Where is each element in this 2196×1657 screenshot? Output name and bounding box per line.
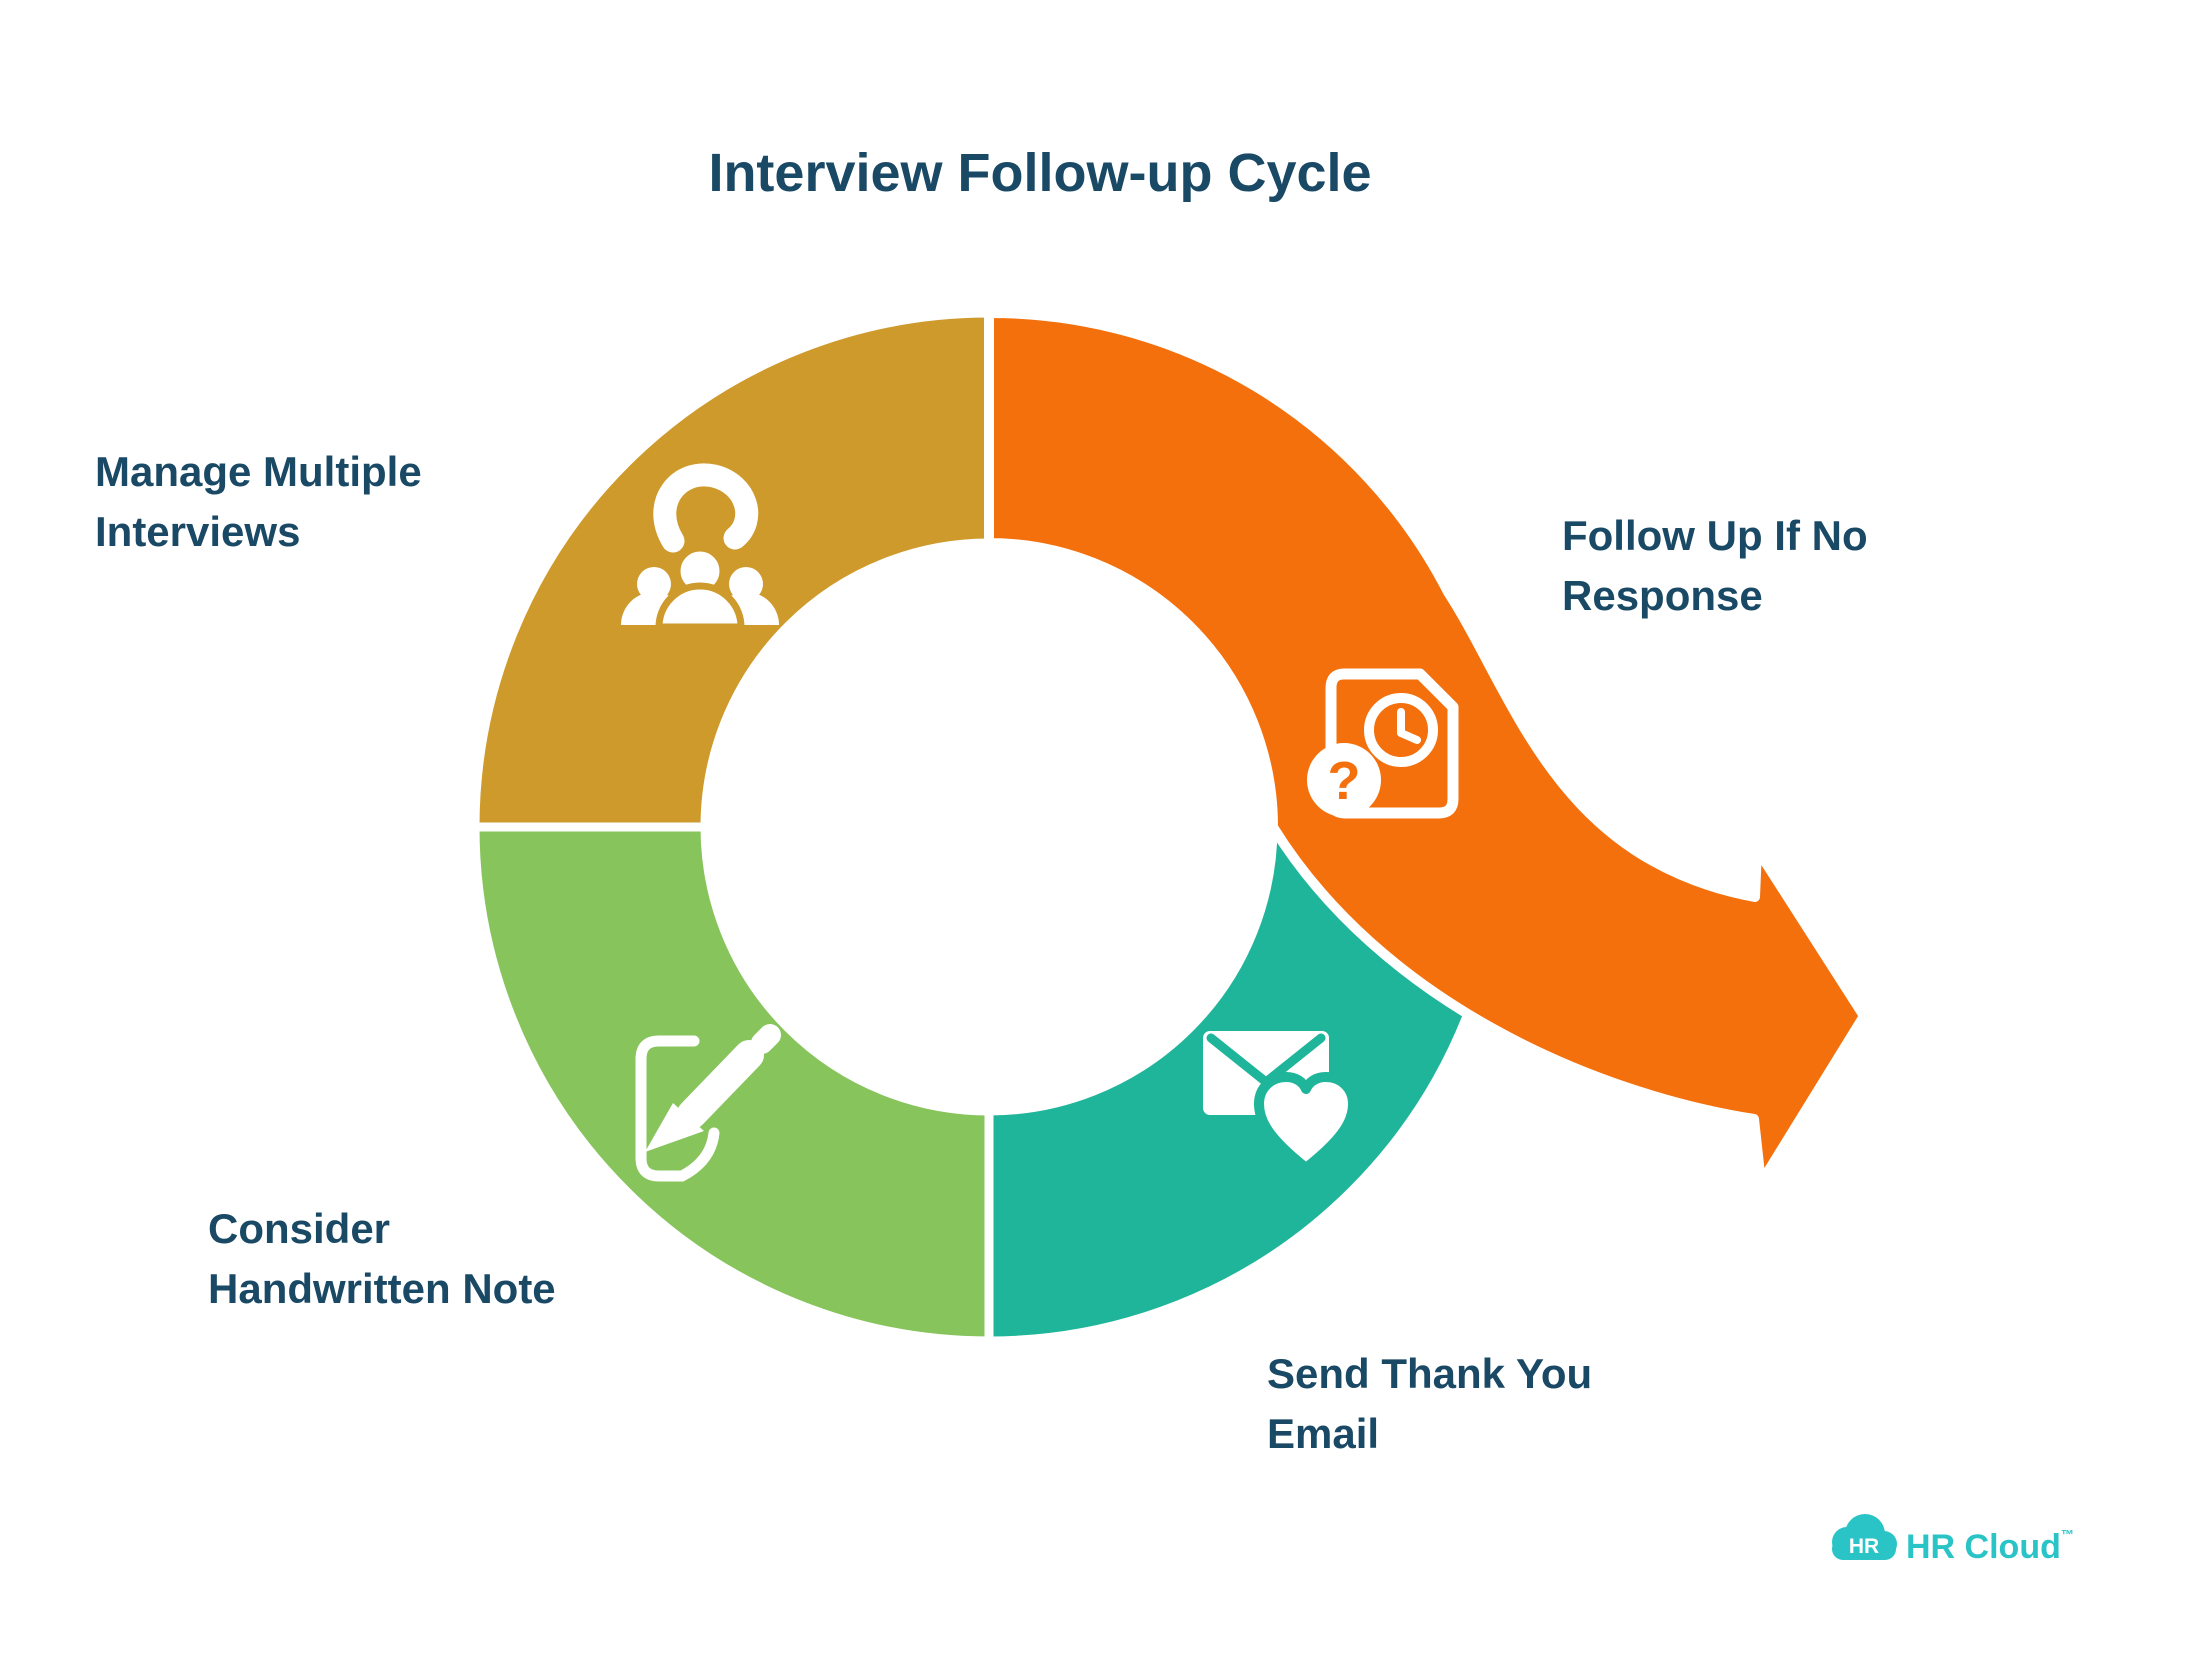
segment-manage-multiple-interviews — [470, 308, 994, 832]
label-line: Response — [1562, 571, 1763, 619]
question-mark-glyph: ? — [1328, 751, 1361, 811]
hrcloud-logo-wordmark: HR Cloud™ — [1906, 1528, 2074, 1567]
label-line: Consider — [208, 1205, 391, 1252]
label-line: Email — [1267, 1409, 1380, 1457]
label-line: Handwritten Note — [208, 1264, 556, 1312]
person-left-head — [637, 567, 671, 601]
pen-barrel — [677, 1040, 764, 1129]
label-line: Interviews — [95, 507, 301, 555]
pen-nib — [645, 1103, 704, 1152]
envelope-heart-icon — [1203, 1031, 1358, 1173]
label-consider-handwritten-note: Consider Handwritten Note — [208, 1199, 608, 1318]
cloud-base — [1832, 1538, 1896, 1560]
question-bubble — [1307, 743, 1381, 817]
logo-name: HR Cloud — [1906, 1528, 2061, 1566]
document-clock-question-icon: ? — [1307, 668, 1459, 819]
notepad-outline — [635, 1035, 720, 1182]
logo-badge-text: HR — [1849, 1535, 1879, 1558]
clock-hands — [1397, 708, 1421, 744]
label-line: Follow Up If No — [1562, 512, 1868, 559]
note-pen-icon — [635, 1024, 781, 1182]
label-send-thank-you-email: Send Thank You Email — [1267, 1344, 1627, 1463]
label-manage-multiple-interviews: Manage Multiple Interviews — [95, 442, 475, 561]
logo-trademark: ™ — [2060, 1527, 2074, 1542]
label-line: Send Thank You — [1267, 1350, 1593, 1397]
page-title: Interview Follow-up Cycle — [708, 143, 1372, 203]
person-right-head — [729, 567, 763, 601]
pen-cap-button — [751, 1024, 781, 1054]
people-question-icon — [621, 463, 779, 631]
hrcloud-logo-icon: HR — [1832, 1514, 1897, 1560]
question-hook-shape — [653, 463, 759, 553]
heart-shape — [1254, 1072, 1358, 1173]
person-center-body — [655, 582, 745, 631]
label-line: Manage Multiple — [95, 448, 422, 495]
label-follow-up-if-no-response: Follow Up If No Response — [1562, 506, 1922, 625]
